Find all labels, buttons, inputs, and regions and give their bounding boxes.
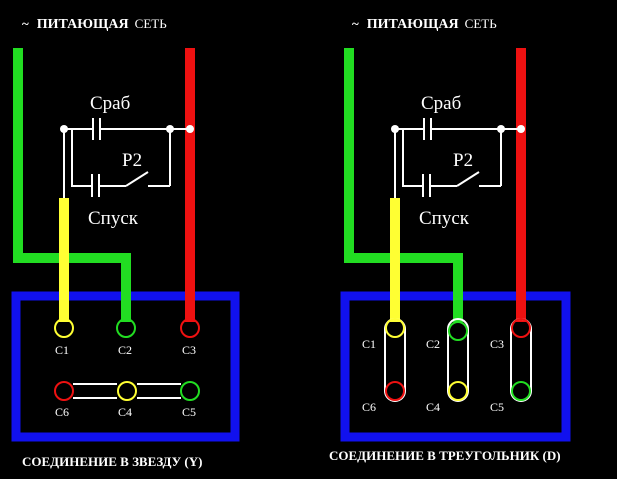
delta-header: ~ ПИТАЮЩАЯ СЕТЬ — [352, 15, 497, 32]
delta-junction-mid — [497, 125, 505, 133]
star-terminal-label-c4: С4 — [118, 405, 132, 419]
star-header-prefix: ~ — [22, 16, 29, 31]
delta-terminal-label-c6: С6 — [362, 400, 376, 414]
star-diagram: ~ ПИТАЮЩАЯ СЕТЬ — [11, 15, 240, 469]
star-trip-label: Сраб — [90, 93, 130, 114]
star-terminal-c3 — [180, 318, 200, 338]
star-junction-mid — [166, 125, 174, 133]
delta-terminal-label-c3: С3 — [490, 337, 504, 351]
delta-diagram: ~ ПИТАЮЩАЯ СЕТЬ Сраб Р2 Спуск — [329, 15, 571, 463]
star-junction-left — [60, 125, 68, 133]
star-terminal-label-c6: С6 — [55, 405, 69, 419]
delta-header-main: ПИТАЮЩАЯ — [367, 17, 459, 32]
delta-green-phase-wire — [344, 48, 463, 322]
delta-terminal-c2 — [448, 321, 468, 341]
star-terminal-c6 — [54, 381, 74, 401]
delta-terminal-label-c5: С5 — [490, 400, 504, 414]
star-relay-switch-blade — [125, 171, 149, 187]
star-terminal-label-c5: С5 — [182, 405, 196, 419]
star-start-label: Спуск — [88, 208, 139, 229]
delta-terminal-c1 — [385, 318, 405, 338]
star-terminal-c4 — [117, 381, 137, 401]
delta-junction-right — [517, 125, 525, 133]
star-control-circuit — [63, 118, 190, 198]
delta-terminal-label-c2: С2 — [426, 337, 440, 351]
delta-terminal-label-c4: С4 — [426, 400, 440, 414]
star-terminal-label-c2: С2 — [118, 343, 132, 357]
star-terminal-c2 — [116, 318, 136, 338]
star-terminal-c5 — [180, 381, 200, 401]
star-green-phase-wire — [13, 48, 131, 322]
delta-terminal-c5 — [511, 381, 531, 401]
delta-trip-label: Сраб — [421, 93, 461, 114]
star-header-main: ПИТАЮЩАЯ — [37, 17, 129, 32]
delta-start-label: Спуск — [419, 208, 470, 229]
star-caption: СОЕДИНЕНИЕ В ЗВЕЗДУ (Y) — [22, 454, 202, 469]
delta-relay-switch-blade — [456, 171, 480, 187]
star-terminal-label-c3: С3 — [182, 343, 196, 357]
delta-header-prefix: ~ — [352, 16, 359, 31]
delta-winding-c3-c5 — [510, 318, 532, 402]
delta-caption: СОЕДИНЕНИЕ В ТРЕУГОЛЬНИК (D) — [329, 448, 561, 463]
star-junction-right — [186, 125, 194, 133]
delta-control-circuit — [394, 118, 521, 198]
star-start-wire-left — [71, 129, 92, 187]
star-terminal-c1 — [54, 318, 74, 338]
star-header: ~ ПИТАЮЩАЯ СЕТЬ — [22, 15, 167, 32]
delta-terminal-c6 — [385, 381, 405, 401]
star-terminal-label-c1: С1 — [55, 343, 69, 357]
delta-terminal-label-c1: С1 — [362, 337, 376, 351]
star-header-suffix: СЕТЬ — [135, 16, 168, 31]
delta-winding-c1-c6 — [384, 318, 406, 402]
delta-junction-left — [391, 125, 399, 133]
delta-terminal-c4 — [448, 381, 468, 401]
star-relay-label: Р2 — [122, 150, 142, 171]
delta-header-suffix: СЕТЬ — [465, 16, 498, 31]
delta-relay-label: Р2 — [453, 150, 473, 171]
delta-start-wire-left — [402, 129, 423, 187]
delta-winding-c2-c4 — [447, 318, 469, 402]
delta-terminal-c3 — [511, 318, 531, 338]
